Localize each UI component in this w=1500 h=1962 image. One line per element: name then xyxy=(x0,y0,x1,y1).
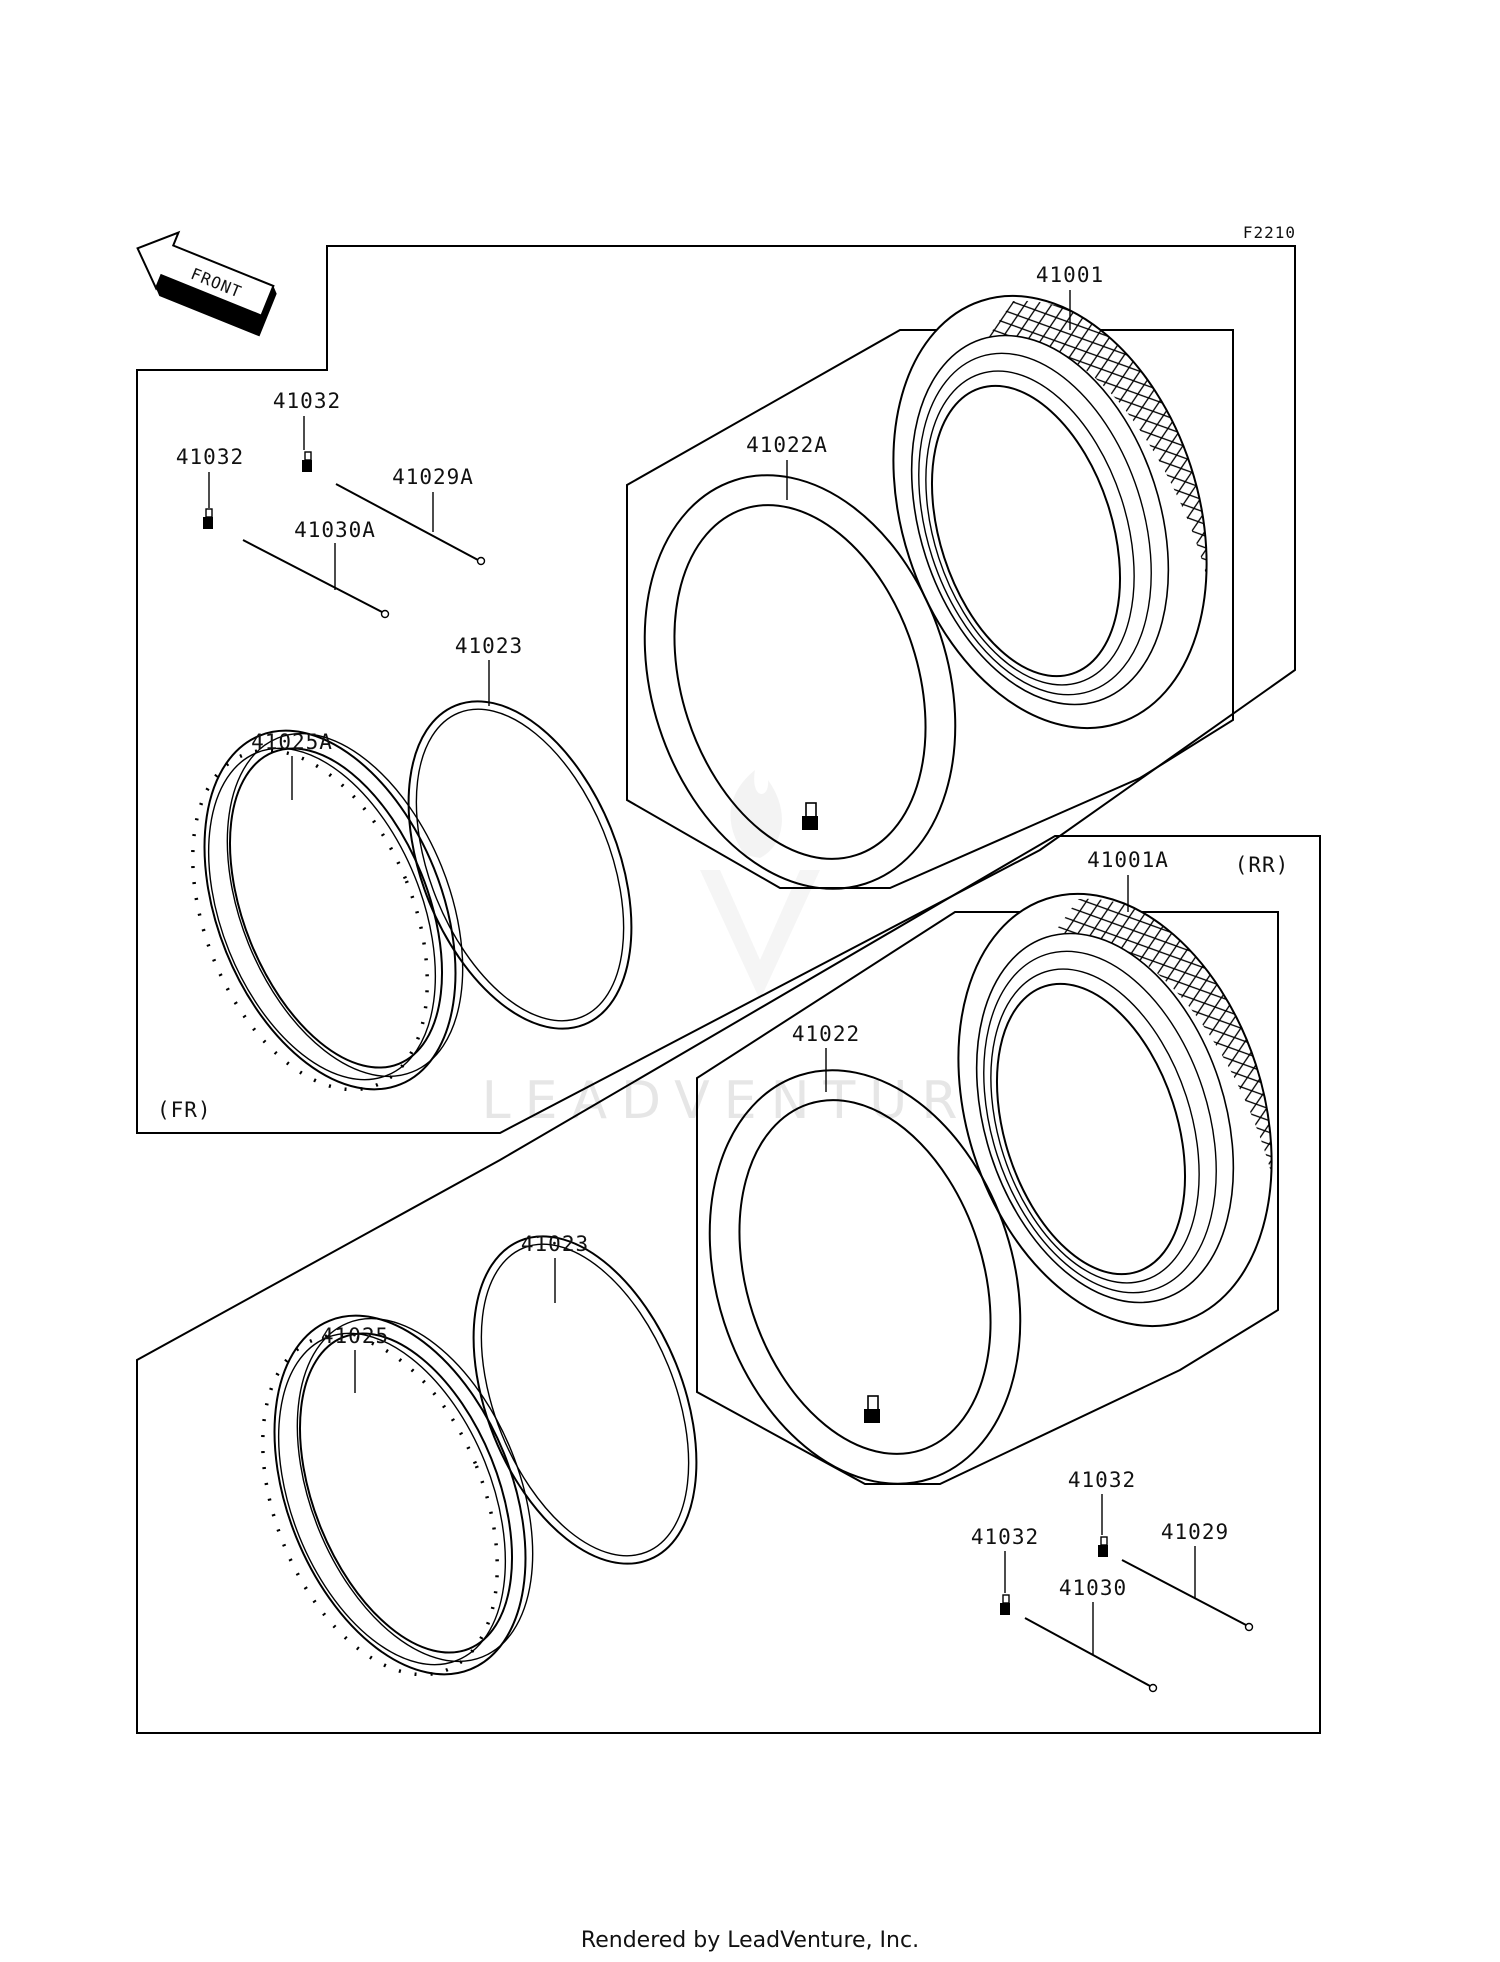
label-41032-rear-b: 41032 xyxy=(971,1525,1039,1549)
rear-leaders xyxy=(354,875,1196,1655)
front-inner-tube xyxy=(643,474,957,890)
tag-rear: (RR) xyxy=(1235,853,1290,877)
rear-rim-band xyxy=(472,1235,698,1565)
label-41023-front: 41023 xyxy=(455,634,523,658)
watermark: LEADVENTURE xyxy=(482,770,1004,1131)
rear-valve-cap-a-icon xyxy=(1098,1536,1108,1557)
rear-valve-cap-b-icon xyxy=(1000,1594,1010,1615)
label-41029: 41029 xyxy=(1161,1520,1229,1544)
rear-tube-valve-icon xyxy=(864,1395,880,1423)
front-valve-cap-a-icon xyxy=(302,451,312,472)
front-valve-cap-b-icon xyxy=(203,508,213,529)
rear-inner-tube xyxy=(708,1069,1022,1485)
rear-section: 41001A (RR) 41022 41023 41025 41032 4103… xyxy=(136,835,1321,1734)
label-41032-front-b: 41032 xyxy=(176,445,244,469)
figure-code: F2210 xyxy=(1243,223,1296,242)
front-spoke-b xyxy=(242,539,390,619)
label-41030a: 41030A xyxy=(294,518,376,542)
label-41032-rear-a: 41032 xyxy=(1068,1468,1136,1492)
rear-tire xyxy=(957,892,1273,1328)
front-rim xyxy=(191,729,464,1092)
label-41001a: 41001A xyxy=(1087,848,1169,872)
front-tire-frame xyxy=(626,329,1234,889)
footer-credit: Rendered by LeadVenture, Inc. xyxy=(581,1928,919,1953)
rear-rim xyxy=(261,1314,534,1677)
front-section-frame xyxy=(136,245,1296,1134)
front-rim-band xyxy=(407,700,633,1030)
rear-section-frame xyxy=(136,835,1321,1734)
label-41023-rear: 41023 xyxy=(521,1232,589,1256)
rear-spoke-a xyxy=(1121,1559,1254,1632)
label-41001: 41001 xyxy=(1036,263,1104,287)
label-41032-front-a: 41032 xyxy=(273,389,341,413)
front-tube-valve-icon xyxy=(802,802,818,830)
label-41030: 41030 xyxy=(1059,1576,1127,1600)
rear-spoke-b xyxy=(1024,1617,1158,1693)
front-leaders xyxy=(208,290,1071,800)
label-41022: 41022 xyxy=(792,1022,860,1046)
label-41022a: 41022A xyxy=(746,433,828,457)
front-arrow-icon: FRONT xyxy=(136,230,277,337)
rear-tire-frame xyxy=(696,911,1279,1485)
front-tire xyxy=(892,294,1208,730)
front-section: 41001 41022A 41032 41032 41029A 41030A 4… xyxy=(136,245,1296,1134)
front-spoke-a xyxy=(335,483,486,566)
label-41029a: 41029A xyxy=(392,465,474,489)
tag-front: (FR) xyxy=(157,1098,212,1122)
label-41025a: 41025A xyxy=(251,730,333,754)
label-41025: 41025 xyxy=(321,1324,389,1348)
